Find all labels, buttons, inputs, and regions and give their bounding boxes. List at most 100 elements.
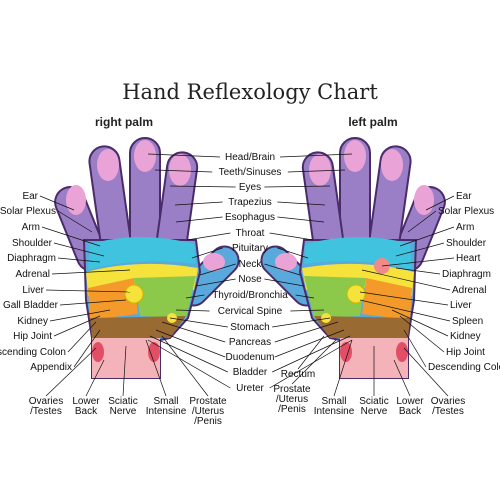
leader-line <box>175 216 223 223</box>
leader-line <box>195 278 236 287</box>
leader-line <box>264 263 301 276</box>
left-point-spleen <box>346 284 366 304</box>
left-side-label: Diaphragm <box>442 269 491 280</box>
left-side-label: Arm <box>456 222 474 233</box>
leader-line <box>274 329 345 358</box>
leader-line <box>291 339 337 385</box>
center-label: Pancreas <box>229 337 271 348</box>
left-fingertip <box>275 253 297 271</box>
left-palm-fingers <box>260 137 446 307</box>
left-side-label: Kidney <box>450 331 481 342</box>
center-label: Head/Brain <box>225 152 275 163</box>
left-fingertip <box>414 185 434 215</box>
center-label: Duodenum <box>226 352 275 363</box>
leader-lines <box>39 153 455 397</box>
right-side-label: Ascending Colon <box>0 347 66 358</box>
center-label: Neck <box>239 259 263 270</box>
right-fingertip <box>203 253 225 271</box>
left-bottom-label: Ovaries/Testes <box>431 396 465 417</box>
leader-line <box>199 263 236 276</box>
leader-line <box>269 232 314 241</box>
leader-line <box>155 329 226 358</box>
left-side-label: Hip Joint <box>446 347 485 358</box>
right-zone-cyan <box>88 237 196 270</box>
leader-line <box>359 299 451 322</box>
right-side-label: Kidney <box>17 316 48 327</box>
right-side-label: Ear <box>22 191 38 202</box>
leader-line <box>147 153 221 158</box>
leader-line <box>45 289 131 293</box>
left-fingertip <box>344 140 366 172</box>
leader-line <box>161 335 209 397</box>
leader-line <box>393 359 411 397</box>
left-side-label: Ear <box>456 191 472 202</box>
leader-line <box>399 315 445 353</box>
left-side-label: Shoulder <box>446 238 487 249</box>
leader-line <box>67 321 97 353</box>
leader-line <box>287 169 346 173</box>
right-palm-illustration <box>54 137 240 379</box>
leader-line <box>53 315 101 337</box>
right-fingertip <box>66 185 86 215</box>
leader-line <box>269 339 353 389</box>
left-fingertip <box>381 149 403 181</box>
left-wrist-spot <box>396 342 408 362</box>
leader-line <box>277 216 325 223</box>
leader-line <box>147 339 231 389</box>
leader-line <box>41 226 101 247</box>
right-side-label: Liver <box>22 285 44 296</box>
leader-line <box>264 278 305 287</box>
chart-title: Hand Reflexology Chart <box>122 80 378 104</box>
leader-line <box>403 347 449 397</box>
leader-line <box>403 329 427 368</box>
right-palm-title: right palm <box>95 115 153 129</box>
center-label: Teeth/Sinuses <box>219 167 282 178</box>
right-zone-wrist <box>92 338 160 378</box>
left-palm-illustration <box>260 137 446 379</box>
leader-line <box>272 335 351 373</box>
leader-line <box>361 269 451 291</box>
right-bottom-label: Ovaries/Testes <box>29 396 63 417</box>
leader-line <box>395 267 441 275</box>
leader-line <box>57 257 101 263</box>
right-zone-green <box>134 276 196 318</box>
center-label: Throat <box>236 228 265 239</box>
leader-line <box>290 309 325 312</box>
center-label: Pituitary <box>232 243 268 254</box>
left-palm-title: left palm <box>348 115 397 129</box>
leader-line <box>381 257 455 267</box>
center-label: Bladder <box>233 367 268 378</box>
leader-line <box>161 321 226 343</box>
right-side-label: Hip Joint <box>13 331 52 342</box>
leader-line <box>277 247 309 259</box>
leader-line <box>45 347 97 397</box>
right-side-label: Gall Bladder <box>3 300 59 311</box>
leader-line <box>169 185 236 188</box>
leader-line <box>73 329 101 368</box>
leader-line <box>277 201 326 206</box>
leader-line <box>297 335 325 370</box>
leader-line <box>169 317 228 328</box>
leader-line <box>57 210 93 233</box>
leader-line <box>59 299 127 306</box>
right-fingertip <box>169 154 191 186</box>
center-label: Ureter <box>236 383 264 394</box>
leader-line <box>407 210 437 233</box>
left-bottom-label: Prostate/Uterus/Penis <box>273 384 311 415</box>
leader-line <box>391 309 449 337</box>
center-label: Esophagus <box>225 212 275 223</box>
leader-line <box>425 195 455 211</box>
left-point-pancreas <box>321 313 331 323</box>
right-wrist-spot <box>92 342 104 362</box>
left-side-label: Liver <box>450 300 472 311</box>
right-bottom-label: Prostate/Uterus/Penis <box>189 396 227 427</box>
right-side-label: Shoulder <box>12 238 53 249</box>
left-bottom-label: Rectum <box>281 369 315 380</box>
right-side-label: Adrenal <box>16 269 50 280</box>
right-point-adrenal <box>126 268 134 276</box>
left-fingertip <box>309 154 331 186</box>
right-fingertip <box>134 140 156 172</box>
